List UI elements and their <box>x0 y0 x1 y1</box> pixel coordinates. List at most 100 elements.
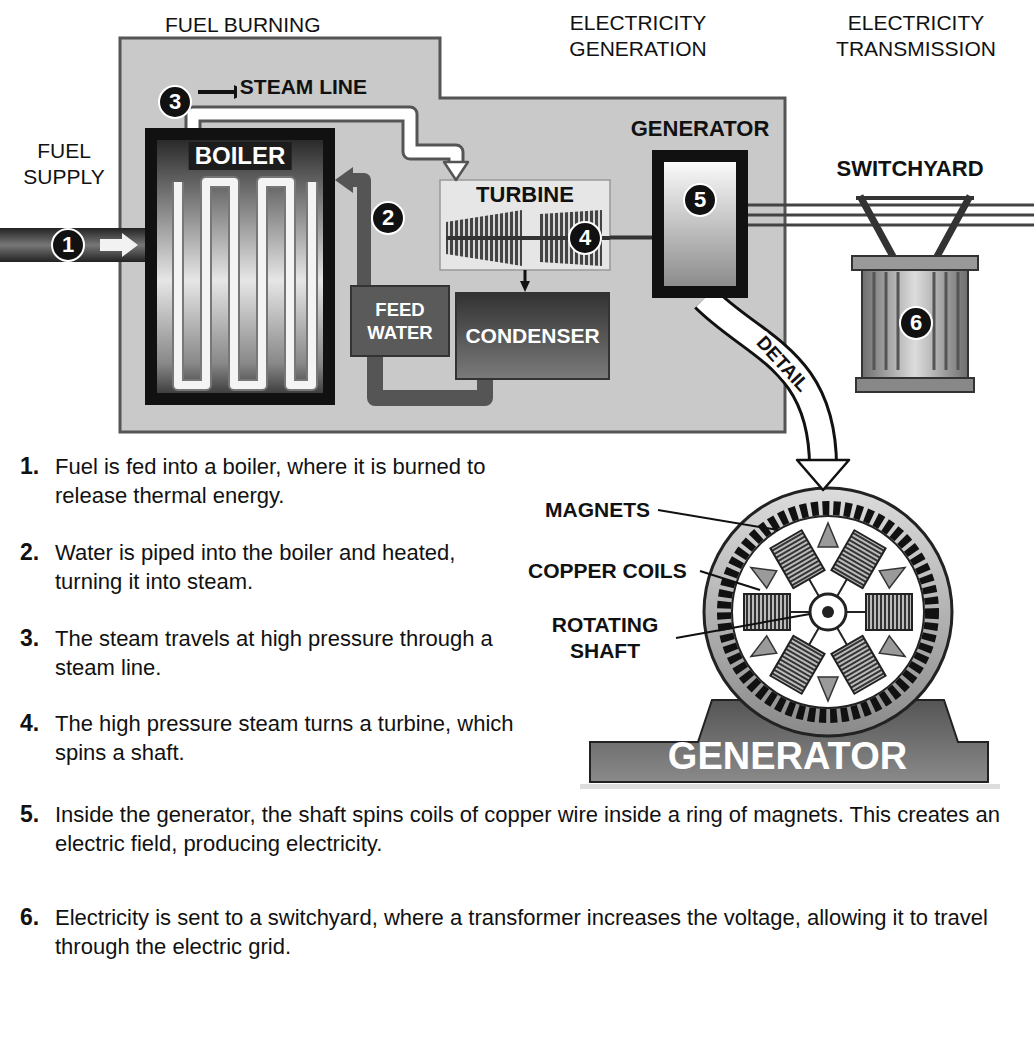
part-label: MAGNETS <box>545 497 650 523</box>
fuel-arrow <box>100 233 138 257</box>
connector-label: STEAM LINE <box>237 74 370 100</box>
ground-line <box>580 784 1000 789</box>
callout-circle: 6 <box>899 306 933 340</box>
part-label: COPPER COILS <box>528 558 687 584</box>
callout-circle: 5 <box>683 183 717 217</box>
power-line <box>845 204 1034 207</box>
steam-arrow-shaft <box>198 90 236 94</box>
copper-coil <box>831 636 885 694</box>
callout-circle: 4 <box>568 221 602 255</box>
switchyard-heading: SWITCHYARD <box>836 156 983 182</box>
callout-number: 5 <box>694 187 706 212</box>
copper-coil <box>866 594 912 630</box>
arrowhead <box>797 460 849 490</box>
switchyard-box: SWITCHYARD <box>845 190 975 395</box>
connector <box>748 205 845 225</box>
magnet <box>879 559 910 588</box>
callout-number: 6 <box>910 310 922 335</box>
arrowhead <box>335 167 353 193</box>
turbine-label: TURBINE <box>472 182 578 208</box>
connector-line <box>705 298 823 468</box>
step-number: 6. <box>20 903 39 932</box>
magnet <box>746 636 777 665</box>
pylon-crossbar <box>856 196 974 200</box>
callout-circle: 1 <box>51 228 85 262</box>
fuel-pipe <box>0 228 147 262</box>
boiler-tube <box>178 182 312 385</box>
input-label: FUEL SUPPLY <box>16 138 112 190</box>
step-number: 3. <box>20 624 39 653</box>
connector-label: DETAIL <box>751 331 814 397</box>
connector-line <box>610 236 652 240</box>
transformer-cap <box>852 256 978 270</box>
step-text: The high pressure steam turns a turbine,… <box>55 709 525 767</box>
section-heading: ELECTRICITY GENERATION <box>548 10 728 62</box>
transformer-body <box>862 262 968 380</box>
connector-line <box>748 204 845 207</box>
step-number: 5. <box>20 800 39 829</box>
condenser-box: CONDENSER <box>455 292 610 380</box>
spoke <box>837 628 847 645</box>
callout-number: 4 <box>579 225 591 250</box>
step-number: 4. <box>20 709 39 738</box>
arrowhead <box>444 162 468 180</box>
copper-coil <box>831 530 885 588</box>
connector <box>705 298 849 490</box>
step-number: 1. <box>20 452 39 481</box>
arrowhead <box>520 281 530 292</box>
connector <box>335 167 364 285</box>
callout-number: 2 <box>382 205 394 230</box>
magnet <box>746 559 777 588</box>
callout-circle: 2 <box>371 201 405 235</box>
step-text: Water is piped into the boiler and heate… <box>55 538 525 596</box>
callout-circle: 3 <box>158 85 192 119</box>
leader-line <box>658 510 778 530</box>
boiler-label: BOILER <box>189 142 292 170</box>
step-text: Inside the generator, the shaft spins co… <box>55 800 1020 858</box>
section-heading: ELECTRICITY TRANSMISSION <box>818 10 1014 62</box>
spoke <box>846 611 866 613</box>
connector-line <box>748 224 845 227</box>
magnet <box>818 677 838 701</box>
rotating-shaft <box>810 594 846 630</box>
shaft-center <box>822 606 834 618</box>
copper-coil <box>770 636 824 694</box>
generator-heading: GENERATOR <box>631 116 770 142</box>
step-text: Fuel is fed into a boiler, where it is b… <box>55 452 525 510</box>
step-number: 2. <box>20 538 39 567</box>
connector <box>520 270 530 292</box>
connector-line <box>705 298 823 468</box>
step-text: The steam travels at high pressure throu… <box>55 624 525 682</box>
part-label: ROTATING SHAFT <box>540 612 670 664</box>
connector-line <box>748 214 845 217</box>
callout-number: 1 <box>62 232 74 257</box>
spoke <box>809 579 819 596</box>
leader-line <box>676 614 810 638</box>
transformer-fins <box>874 272 958 370</box>
feed-water-box: FEED WATER <box>350 285 450 357</box>
generator-box: GENERATOR <box>652 150 748 298</box>
connector-line <box>349 180 365 285</box>
generator-housing <box>704 488 952 736</box>
stator-ring <box>724 508 932 716</box>
pylon-legs <box>860 196 970 262</box>
copper-coil <box>770 530 824 588</box>
spoke <box>790 611 810 613</box>
leader-line <box>700 571 760 590</box>
turbine-housing <box>440 180 610 270</box>
generator-interior <box>732 516 924 708</box>
feed-water-label: FEED WATER <box>352 298 448 344</box>
boiler-interior <box>145 128 335 405</box>
step-text: Electricity is sent to a switchyard, whe… <box>55 903 1020 961</box>
boiler-tube-outline <box>178 182 312 385</box>
transformer-base <box>856 378 974 392</box>
callout-number: 3 <box>169 89 181 114</box>
spoke <box>837 579 847 596</box>
spoke <box>809 628 819 645</box>
boiler-box: BOILER <box>145 128 335 405</box>
generator-base-label: GENERATOR <box>668 736 907 776</box>
connector <box>610 237 652 238</box>
section-heading: FUEL BURNING <box>165 12 321 38</box>
plant-region <box>120 38 785 432</box>
